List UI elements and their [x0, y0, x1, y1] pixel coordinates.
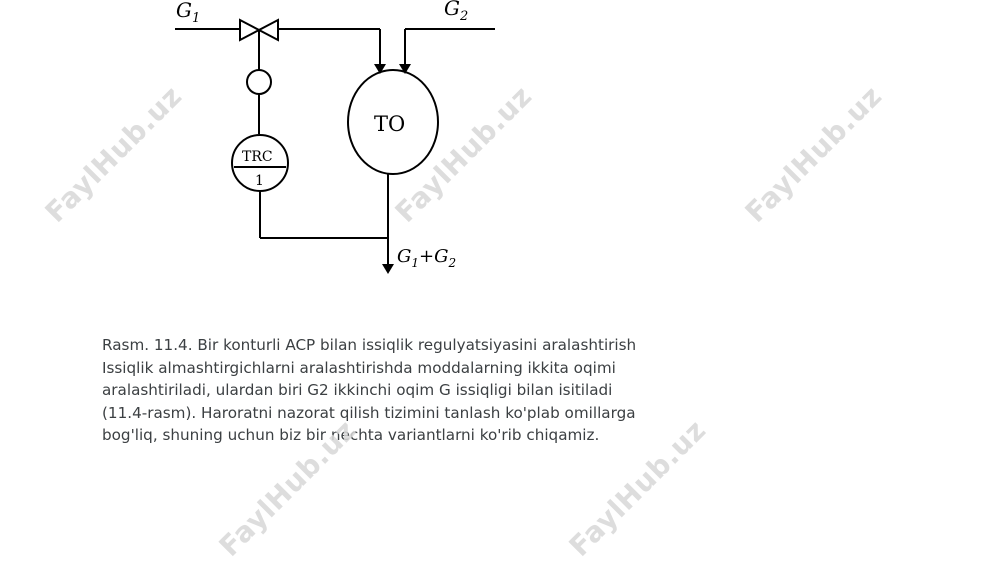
caption-line: aralashtiriladi, ulardan biri G2 ikkinch… [102, 381, 613, 399]
valve-actuator-icon [246, 69, 272, 95]
g1-label: G1 [176, 0, 200, 26]
g2-flow-arrow-icon [399, 64, 411, 74]
g2-label: G2 [444, 0, 468, 24]
vessel-label: TO [374, 112, 405, 136]
caption-line: bog'liq, shuning uchun biz bir nechta va… [102, 426, 600, 444]
outlet-flow-arrow-icon [382, 264, 394, 274]
caption-line: Rasm. 11.4. Bir konturli ACP bilan issiq… [102, 336, 637, 354]
heat-exchanger-vessel [347, 69, 439, 175]
g1-flow-arrow-icon [374, 64, 386, 74]
controller-tag-label: TRC [242, 149, 273, 165]
figure-caption: Rasm. 11.4. Bir konturli ACP bilan issiq… [102, 334, 742, 447]
caption-line: Issiqlik almashtirgichlarni aralashtiris… [102, 358, 616, 377]
outlet-label: G1+G2 [397, 246, 456, 270]
control-valve-icon [239, 18, 279, 42]
mixing-process-diagram: G1 G2 TO TRC 1 G1+G2 [175, 0, 495, 274]
caption-line: (11.4-rasm). Haroratni nazorat qilish ti… [102, 403, 636, 422]
controller-number-label: 1 [255, 173, 264, 189]
